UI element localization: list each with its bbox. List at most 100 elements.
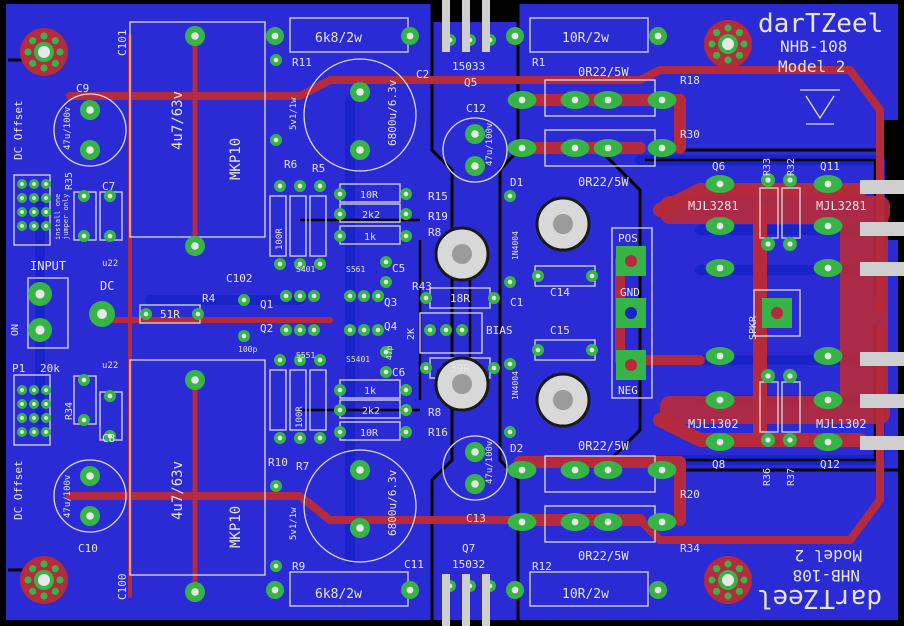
pad — [29, 413, 39, 423]
pad — [78, 414, 90, 426]
pad — [334, 188, 346, 200]
pad — [400, 208, 412, 220]
pad — [647, 139, 677, 157]
pad — [80, 506, 100, 526]
pad — [185, 26, 205, 46]
label-5v1-1: 5v1/1w — [289, 97, 299, 130]
pad — [813, 259, 843, 277]
pad — [813, 347, 843, 365]
label-39r: 39R — [450, 362, 470, 375]
pad — [532, 270, 544, 282]
pad — [17, 221, 27, 231]
pad — [104, 230, 116, 242]
pad — [649, 27, 667, 45]
pad — [488, 292, 500, 304]
label-r43: R43 — [412, 280, 432, 293]
label-r022-4: 0R22/5W — [578, 549, 629, 563]
pad — [41, 193, 51, 203]
pad — [314, 354, 326, 366]
label-p1: P1 — [12, 362, 25, 375]
label-dc-offset-bot: DC Offset — [12, 460, 25, 520]
pad — [504, 190, 516, 202]
label-r34: R34 — [680, 542, 700, 555]
pad — [274, 354, 286, 366]
brand-title: darTZeel — [758, 9, 883, 39]
pad — [344, 290, 356, 302]
pad — [294, 290, 306, 302]
pad — [41, 385, 51, 395]
label-18r: 18R — [450, 292, 470, 305]
pad — [308, 290, 320, 302]
label-s401: S401 — [296, 265, 315, 274]
label-47u-3: 47u/100v — [485, 123, 495, 166]
label-2k2-a: 2k2 — [362, 210, 380, 221]
pad — [17, 207, 27, 217]
pad — [380, 346, 392, 358]
pad — [104, 390, 116, 402]
label-10r-top: 10R/2w — [562, 31, 609, 46]
label-47u-2: 47u/100v — [63, 475, 73, 518]
pad — [647, 91, 677, 109]
label-p1-val: 20k — [40, 362, 60, 375]
label-c3-val: 15033 — [452, 60, 485, 73]
label-c101: C101 — [116, 30, 129, 57]
pad — [420, 292, 432, 304]
pad — [80, 140, 100, 160]
pad — [440, 324, 452, 336]
pad — [266, 27, 284, 45]
pad — [586, 270, 598, 282]
pad — [78, 374, 90, 386]
label-10r-a: 10R — [360, 190, 379, 201]
pad — [813, 217, 843, 235]
pad — [294, 180, 306, 192]
pad — [17, 193, 27, 203]
pad — [783, 173, 797, 187]
label-r19: R19 — [428, 210, 448, 223]
pad — [280, 290, 292, 302]
label-r022-3: 0R22/5W — [578, 439, 629, 453]
label-c100: C100 — [116, 574, 129, 601]
pad — [41, 427, 51, 437]
pad — [274, 180, 286, 192]
label-c5: C5 — [392, 262, 405, 275]
pad — [314, 180, 326, 192]
pad — [400, 404, 412, 416]
model-version: Model 2 — [778, 57, 845, 76]
pad — [41, 221, 51, 231]
pad — [308, 324, 320, 336]
pad — [350, 82, 370, 102]
label-r1: R1 — [532, 56, 545, 69]
pad — [761, 237, 775, 251]
pad — [29, 399, 39, 409]
pad — [358, 324, 370, 336]
label-mkp-bot: MKP10 — [228, 506, 244, 548]
pad — [507, 513, 537, 531]
brand-title-mirror: darTZeel — [757, 583, 882, 613]
label-r37: R37 — [786, 468, 797, 486]
pad — [783, 237, 797, 251]
label-r35: R35 — [64, 172, 75, 190]
silkscreen-text: darTZeel NHB-108 Model 2 darTZeel NHB-10… — [10, 9, 883, 613]
label-gnd: GND — [620, 286, 640, 299]
label-c102: C102 — [226, 272, 253, 285]
pad — [78, 230, 90, 242]
pad — [507, 461, 537, 479]
label-10r-bot: 10R/2w — [562, 587, 609, 602]
pad — [783, 433, 797, 447]
pad — [104, 190, 116, 202]
pad — [761, 433, 775, 447]
label-q11: Q11 — [820, 160, 840, 173]
label-d2: D2 — [510, 442, 523, 455]
pad — [560, 513, 590, 531]
label-r36: R36 — [762, 468, 773, 486]
pad — [29, 221, 39, 231]
label-c10: C10 — [78, 542, 98, 555]
pad — [185, 370, 205, 390]
pad — [350, 140, 370, 160]
pad — [813, 175, 843, 193]
label-input: INPUT — [30, 259, 66, 273]
label-c15: C15 — [550, 324, 570, 337]
label-r30: R30 — [680, 128, 700, 141]
label-q4: Q4 — [384, 320, 398, 333]
label-r15: R15 — [428, 190, 448, 203]
